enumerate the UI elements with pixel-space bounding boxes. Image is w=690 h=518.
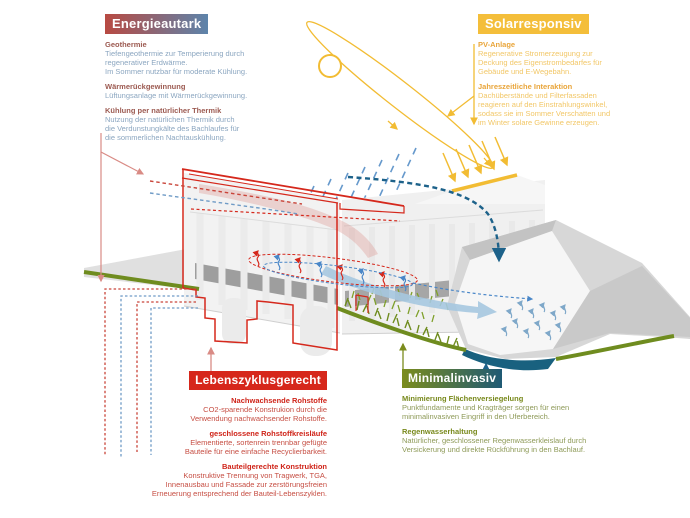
item-body: Punktfundamente und Kragträger sorgen fü… bbox=[402, 403, 570, 421]
item-heading: Wärmerückgewinnung bbox=[105, 82, 186, 91]
item-heading: PV-Anlage bbox=[478, 40, 516, 49]
lebens-item-rohstoffe: Nachwachsende Rohstoffe CO2-sparende Kon… bbox=[92, 396, 327, 423]
item-body: Nutzung der natürlichen Thermik durch di… bbox=[105, 115, 240, 142]
energieautark-item-waermerueckgewinnung: Wärmerückgewinnung Lüftungsanlage mit Wä… bbox=[105, 82, 305, 100]
section-cut-outline bbox=[181, 168, 405, 351]
solarresponsiv-item-pv-anlage: PV-Anlage Regenerative Stromerzeugung zu… bbox=[478, 40, 678, 76]
label-arrow-icons bbox=[97, 44, 490, 373]
lebens-item-konstruktion: Bauteilgerechte Konstruktion Konstruktiv… bbox=[92, 462, 327, 498]
energieautark-title: Energieautark bbox=[105, 14, 209, 34]
energieautark-item-kuehlung: Kühlung per natürlicher Thermik Nutzung … bbox=[105, 106, 305, 142]
evaporation-icon bbox=[500, 300, 567, 341]
item-heading: Nachwachsende Rohstoffe bbox=[231, 396, 327, 405]
item-heading: geschlossene Rohstoffkreisläufe bbox=[209, 429, 327, 438]
item-body: CO2-sparende Konstrukion durch die Verwe… bbox=[190, 405, 327, 423]
section-lebenszyklusgerecht: Lebenszyklusgerecht Nachwachsende Rohsto… bbox=[92, 371, 327, 504]
item-body: Natürlicher, geschlossener Regenwasserkl… bbox=[402, 436, 587, 454]
lebenszyklusgerecht-title: Lebenszyklusgerecht bbox=[189, 371, 327, 390]
water-icon bbox=[462, 349, 556, 371]
solarresponsiv-title: Solarresponsiv bbox=[478, 14, 589, 34]
foundation-cylinders bbox=[222, 298, 332, 356]
item-body: Dachüberstände und Filterfassaden reagie… bbox=[478, 91, 611, 127]
item-body: Lüftungsanlage mit Wärmerückgewinnung. bbox=[105, 91, 248, 100]
item-heading: Kühlung per natürlicher Thermik bbox=[105, 106, 222, 115]
minimal-item-regenwasser: Regenwasserhaltung Natürlicher, geschlos… bbox=[402, 427, 642, 454]
heat-recovery-ducts-icon bbox=[149, 180, 303, 215]
item-heading: Minimierung Flächenversiegelung bbox=[402, 394, 524, 403]
item-heading: Regenwasserhaltung bbox=[402, 427, 478, 436]
energieautark-item-geothermie: Geothermie Tiefengeothermie zur Temperie… bbox=[105, 40, 305, 76]
sun-path-icon bbox=[306, 20, 494, 170]
item-body: Konstruktive Trennung von Tragwerk, TGA,… bbox=[151, 471, 327, 498]
pv-panel-icon bbox=[451, 173, 518, 193]
item-body: Elementierte, sortenrein trennbar gefügt… bbox=[184, 438, 327, 456]
item-body: Tiefengeothermie zur Temperierung durch … bbox=[105, 49, 248, 76]
item-heading: Geothermie bbox=[105, 40, 147, 49]
ventilation-flow-icon bbox=[199, 184, 378, 258]
section-solarresponsiv: Solarresponsiv PV-Anlage Regenerative St… bbox=[478, 14, 678, 133]
solarresponsiv-item-interaktion: Jahreszeitliche Interaktion Dachüberstän… bbox=[478, 82, 678, 127]
section-minimalinvasiv: Minimalinvasiv Minimierung Flächenversie… bbox=[402, 369, 642, 460]
lebens-item-kreislaeufe: geschlossene Rohstoffkreisläufe Elementi… bbox=[92, 429, 327, 456]
minimalinvasiv-title: Minimalinvasiv bbox=[402, 369, 503, 388]
item-heading: Bauteilgerechte Konstruktion bbox=[221, 462, 327, 471]
terrain-icon bbox=[83, 270, 675, 361]
section-energieautark: Energieautark Geothermie Tiefengeothermi… bbox=[105, 14, 305, 148]
stream-flow-icon bbox=[321, 266, 497, 319]
item-heading: Jahreszeitliche Interaktion bbox=[478, 82, 573, 91]
minimal-item-versiegelung: Minimierung Flächenversiegelung Punktfun… bbox=[402, 394, 642, 421]
rain-collection-icon bbox=[347, 175, 507, 263]
item-body: Regenerative Stromerzeugung zur Deckung … bbox=[478, 49, 602, 76]
geothermal-pipes-icon bbox=[104, 288, 198, 457]
solar-rays-icon bbox=[442, 136, 509, 183]
sun-icon bbox=[318, 54, 342, 78]
floor-heating-icon bbox=[248, 250, 534, 302]
